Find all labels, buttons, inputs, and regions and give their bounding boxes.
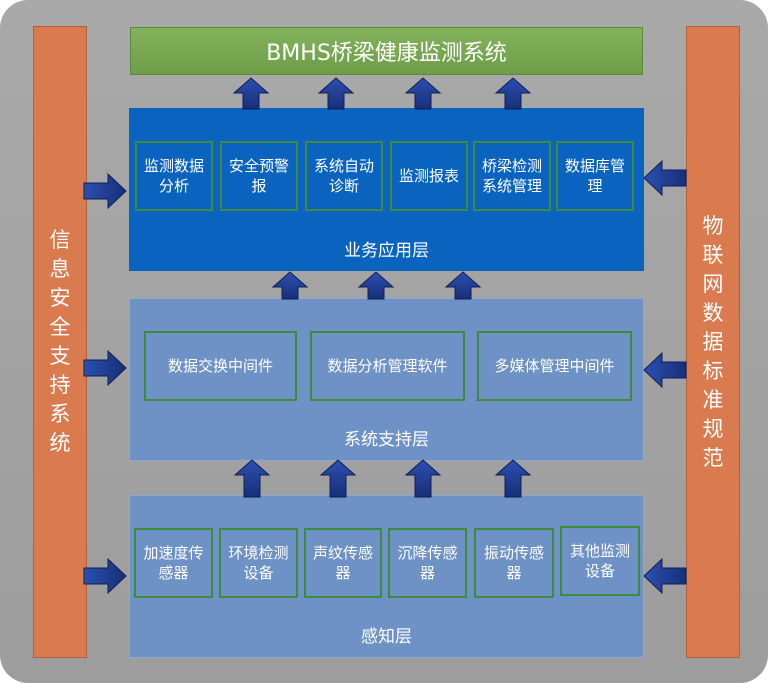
right-pillar-label: 物联网数据标准规范 — [702, 213, 724, 470]
left-arrow — [643, 351, 687, 389]
module-label: 数据库管理 — [564, 157, 625, 195]
module-label: 沉降传感器 — [397, 544, 458, 582]
up-arrow — [271, 271, 309, 300]
module-data-exchange-middleware: 数据交换中间件 — [144, 331, 297, 401]
module-monitoring-analysis: 监测数据分析 — [135, 141, 213, 211]
arrows-support-to-application — [271, 271, 482, 300]
module-label: 数据分析管理软件 — [327, 357, 448, 375]
module-environment-detector: 环境检测设备 — [219, 528, 298, 598]
module-label: 桥梁检测系统管理 — [481, 157, 542, 195]
right-pillar-iot-standards: 物联网数据标准规范 — [686, 26, 740, 658]
module-database-management: 数据库管理 — [556, 141, 634, 211]
module-safety-warning: 安全预警报 — [220, 141, 298, 211]
system-title: BMHS桥梁健康监测系统 — [266, 41, 507, 66]
module-label: 数据交换中间件 — [167, 357, 273, 375]
up-arrow — [233, 459, 271, 498]
support-layer-label: 系统支持层 — [344, 430, 429, 450]
up-arrow — [494, 77, 532, 110]
right-arrow — [83, 172, 127, 210]
arrows-application-to-title — [232, 77, 532, 110]
module-label: 多媒体管理中间件 — [494, 357, 615, 375]
arrows-from-right-pillar — [643, 159, 687, 595]
right-arrow — [83, 349, 127, 387]
left-arrow — [643, 159, 687, 197]
module-accelerometer: 加速度传感器 — [134, 528, 213, 598]
module-acoustic-sensor: 声纹传感器 — [304, 528, 382, 598]
up-arrow — [317, 77, 355, 110]
module-label: 环境检测设备 — [228, 544, 289, 582]
up-arrow — [444, 271, 482, 300]
left-arrow — [643, 557, 687, 595]
module-multimedia-middleware: 多媒体管理中间件 — [477, 331, 632, 401]
up-arrow — [232, 77, 270, 110]
module-label: 监测数据分析 — [143, 157, 204, 195]
application-layer-label: 业务应用层 — [344, 241, 429, 261]
module-vibration-sensor: 振动传感器 — [474, 528, 554, 598]
module-label: 监测报表 — [398, 167, 459, 185]
module-other-monitoring-devices: 其他监测设备 — [560, 526, 640, 596]
right-arrow — [83, 557, 127, 595]
left-pillar-label: 信息安全支持系统 — [49, 228, 71, 455]
left-pillar-security-system: 信息安全支持系统 — [33, 26, 87, 658]
up-arrow — [494, 459, 532, 498]
sensing-layer-label: 感知层 — [361, 627, 412, 647]
module-settlement-sensor: 沉降传感器 — [388, 528, 467, 598]
module-bridge-inspection-management: 桥梁检测系统管理 — [473, 141, 551, 211]
module-label: 其他监测设备 — [569, 542, 630, 580]
application-layer: 监测数据分析 安全预警报 系统自动诊断 监测报表 桥梁检测系统管理 数据库管理 … — [129, 108, 644, 271]
module-monitoring-report: 监测报表 — [390, 141, 468, 211]
arrows-from-left-pillar — [83, 172, 127, 595]
up-arrow — [404, 459, 442, 498]
module-label: 加速度传感器 — [143, 544, 204, 582]
system-title-bar: BMHS桥梁健康监测系统 — [130, 27, 643, 75]
module-label: 声纹传感器 — [312, 544, 373, 582]
module-label: 系统自动诊断 — [313, 157, 374, 195]
arrows-sensing-to-support — [233, 459, 532, 498]
up-arrow — [404, 77, 442, 110]
module-data-analysis-software: 数据分析管理软件 — [310, 331, 465, 401]
system-support-layer: 数据交换中间件 数据分析管理软件 多媒体管理中间件 系统支持层 — [129, 298, 644, 461]
up-arrow — [319, 459, 357, 498]
up-arrow — [357, 271, 395, 300]
module-label: 振动传感器 — [483, 544, 544, 582]
sensing-layer: 加速度传感器 环境检测设备 声纹传感器 沉降传感器 振动传感器 其他监测设备 感… — [129, 495, 644, 658]
module-label: 安全预警报 — [228, 157, 289, 195]
module-auto-diagnosis: 系统自动诊断 — [305, 141, 383, 211]
